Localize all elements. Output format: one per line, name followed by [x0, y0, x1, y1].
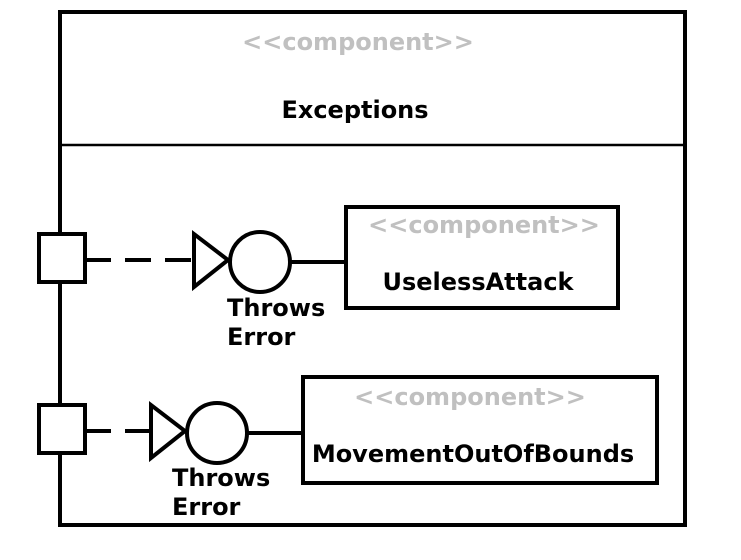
- interface-label-1-line2: Error: [227, 323, 296, 351]
- inner-component-movement-out-of-bounds: [301, 375, 659, 485]
- inner-component-1-stereotype: <<component>>: [368, 211, 600, 239]
- inner-component-2-name: MovementOutOfBounds: [312, 440, 634, 468]
- outer-component-stereotype: <<component>>: [242, 28, 474, 56]
- dependency-arrowhead-2: [149, 400, 189, 463]
- interface-label-1-line1: Throws: [227, 294, 325, 322]
- inner-component-useless-attack: [344, 205, 620, 310]
- inner-component-2-stereotype: <<component>>: [354, 383, 586, 411]
- dependency-arrowhead-1: [192, 229, 232, 292]
- interface-2: [185, 401, 249, 465]
- port-1: [37, 232, 87, 284]
- outer-component-name: Exceptions: [281, 96, 428, 124]
- inner-component-1-name: UselessAttack: [382, 268, 574, 296]
- interface-label-2-line1: Throws: [172, 464, 270, 492]
- interface-1: [228, 230, 292, 294]
- port-2: [37, 403, 87, 455]
- interface-label-2-line2: Error: [172, 493, 241, 521]
